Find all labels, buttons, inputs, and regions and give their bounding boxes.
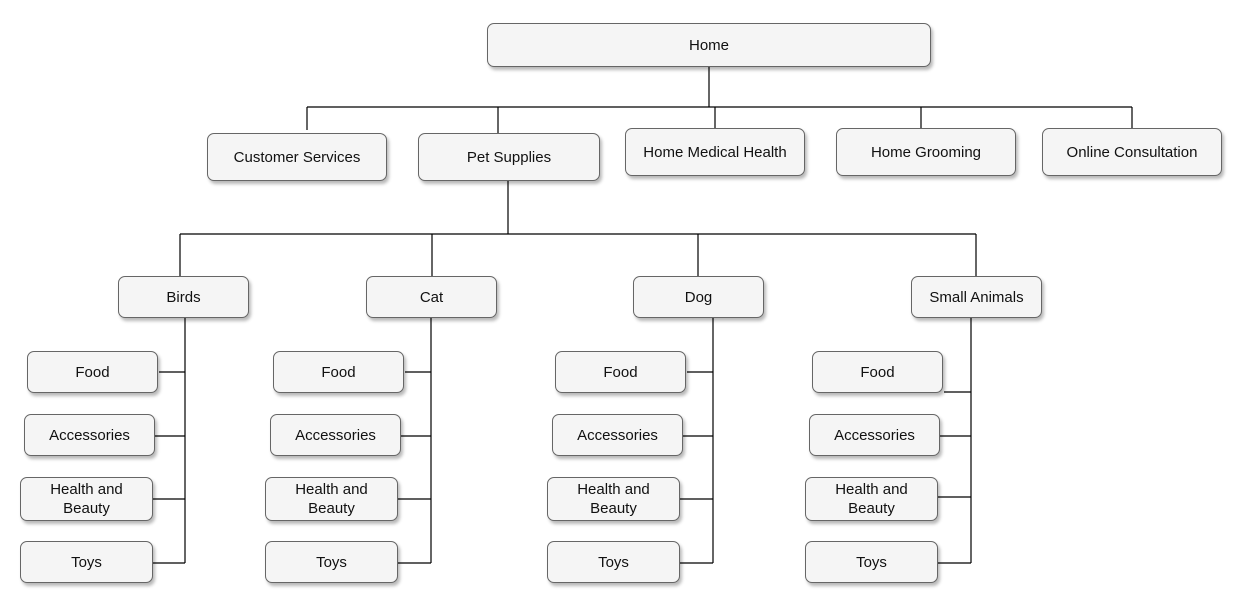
small-animals-toys-node: Toys	[805, 541, 938, 583]
birds-accessories-node: Accessories	[24, 414, 155, 456]
dog-accessories-node: Accessories	[552, 414, 683, 456]
small-animals-food-node: Food	[812, 351, 943, 393]
cat-toys-node: Toys	[265, 541, 398, 583]
online-consultation-node: Online Consultation	[1042, 128, 1222, 176]
home-grooming-node: Home Grooming	[836, 128, 1016, 176]
dog-health-beauty-label: Health and Beauty	[577, 481, 650, 517]
home-node: Home	[487, 23, 931, 67]
birds-label: Birds	[166, 288, 201, 306]
small-animals-health-beauty-node: Health and Beauty	[805, 477, 938, 521]
cat-accessories-label: Accessories	[295, 426, 376, 444]
home-grooming-label: Home Grooming	[870, 143, 982, 161]
cat-food-label: Food	[321, 363, 356, 381]
home-label: Home	[688, 36, 729, 54]
home-medical-health-node: Home Medical Health	[625, 128, 805, 176]
dog-food-node: Food	[555, 351, 686, 393]
birds-health-beauty-label: Health and Beauty	[50, 481, 123, 517]
birds-node: Birds	[118, 276, 249, 318]
dog-toys-label: Toys	[598, 553, 629, 571]
dog-node: Dog	[633, 276, 764, 318]
small-animals-node: Small Animals	[911, 276, 1042, 318]
cat-health-beauty-label: Health and Beauty	[295, 481, 368, 517]
cat-accessories-node: Accessories	[270, 414, 401, 456]
birds-toys-node: Toys	[20, 541, 153, 583]
cat-node: Cat	[366, 276, 497, 318]
dog-food-label: Food	[603, 363, 638, 381]
birds-food-label: Food	[75, 363, 110, 381]
home-medical-health-label: Home Medical Health	[643, 143, 787, 161]
dog-accessories-label: Accessories	[577, 426, 658, 444]
customer-services-node: Customer Services	[207, 133, 387, 181]
online-consultation-label: Online Consultation	[1066, 143, 1198, 161]
pet-supplies-node: Pet Supplies	[418, 133, 600, 181]
cat-food-node: Food	[273, 351, 404, 393]
birds-accessories-label: Accessories	[49, 426, 130, 444]
small-animals-label: Small Animals	[929, 288, 1024, 306]
dog-health-beauty-node: Health and Beauty	[547, 477, 680, 521]
customer-services-label: Customer Services	[233, 148, 361, 166]
small-animals-food-label: Food	[860, 363, 895, 381]
small-animals-accessories-node: Accessories	[809, 414, 940, 456]
cat-toys-label: Toys	[316, 553, 347, 571]
birds-toys-label: Toys	[71, 553, 102, 571]
pet-supplies-label: Pet Supplies	[466, 148, 552, 166]
cat-label: Cat	[419, 288, 444, 306]
birds-food-node: Food	[27, 351, 158, 393]
small-animals-toys-label: Toys	[856, 553, 887, 571]
birds-health-beauty-node: Health and Beauty	[20, 477, 153, 521]
cat-health-beauty-node: Health and Beauty	[265, 477, 398, 521]
small-animals-health-beauty-label: Health and Beauty	[835, 481, 908, 517]
dog-label: Dog	[684, 288, 713, 306]
dog-toys-node: Toys	[547, 541, 680, 583]
small-animals-accessories-label: Accessories	[834, 426, 915, 444]
